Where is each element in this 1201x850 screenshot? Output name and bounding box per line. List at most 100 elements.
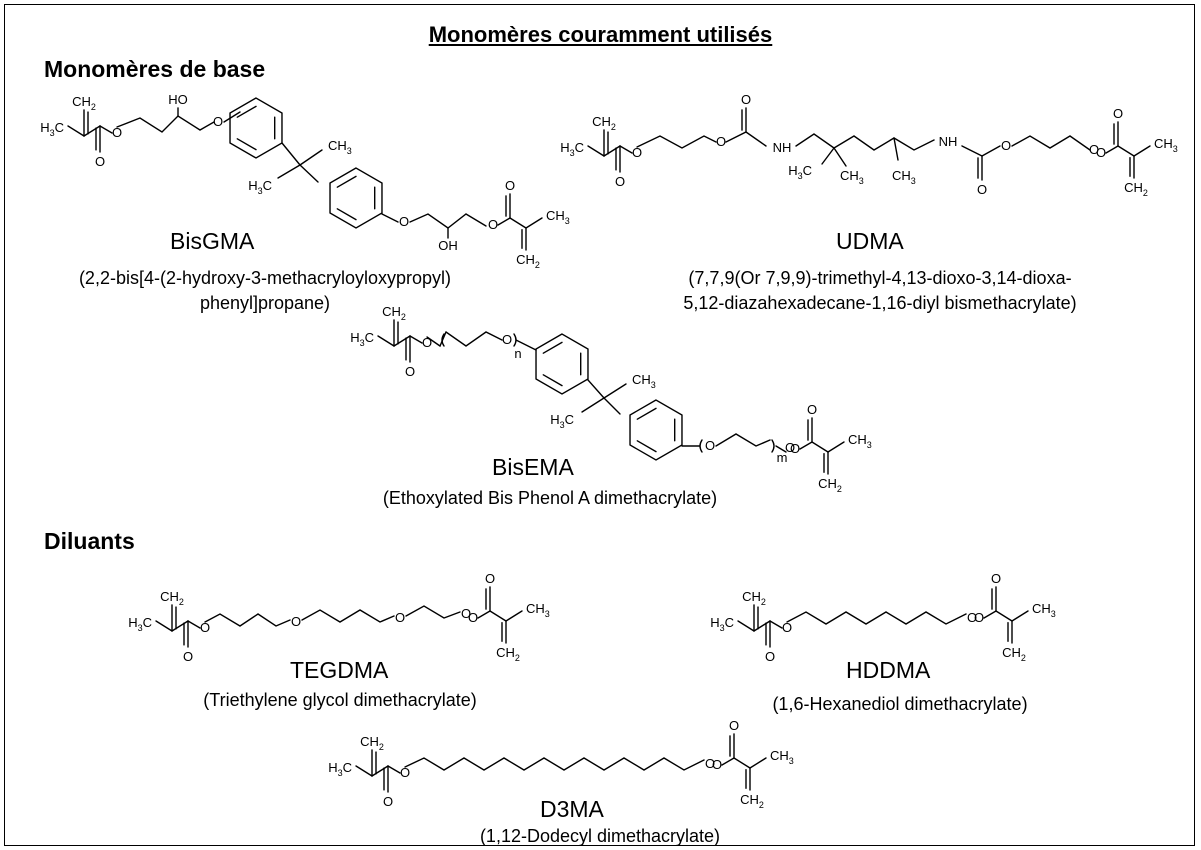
atom-label-o: O [1089, 142, 1099, 157]
bond [171, 620, 189, 632]
bond [445, 331, 503, 347]
benzene-ring [629, 399, 683, 461]
atom-label-o: O [967, 610, 977, 625]
atom-label-ch2: CH2 [818, 476, 842, 494]
bond [525, 217, 543, 229]
bond [299, 164, 319, 183]
bond [725, 131, 767, 147]
bond [155, 620, 173, 632]
atom-label-o: O [1001, 138, 1011, 153]
atom-label-ch3: CH3 [632, 372, 656, 390]
benzene-ring [329, 167, 383, 229]
atom-label-o: O [705, 438, 715, 453]
bond [581, 397, 605, 413]
bond [336, 208, 357, 221]
atom-label-ch2: CH2 [742, 589, 766, 607]
repeat-label-n: n [514, 346, 521, 361]
bond [409, 335, 423, 344]
atom-label-ch2: CH2 [740, 792, 764, 810]
bond [786, 611, 967, 625]
bond [204, 613, 291, 627]
atom-label-ch3: CH3 [840, 168, 864, 186]
bond [355, 765, 373, 777]
atom-label-ch2: CH2 [496, 645, 520, 663]
bond [277, 164, 301, 179]
atom-label-ch3: CH3 [892, 168, 916, 186]
bond [587, 145, 605, 157]
monomer-fullname-tegdma: (Triethylene glycol dimethacrylate) [203, 690, 477, 710]
bond [336, 175, 357, 188]
bond [1011, 610, 1029, 622]
bond [404, 757, 705, 771]
bond-lines [67, 97, 1151, 793]
bond [381, 213, 399, 223]
bond [236, 138, 257, 151]
atom-label-ch3: CH3 [1154, 136, 1178, 154]
atom-label-o: O [632, 145, 642, 160]
atom-label-ch2: CH2 [72, 94, 96, 112]
atom-label-nh: NH [939, 134, 958, 149]
monomer-fullname-udma-1: (7,7,9(Or 7,9,9)-trimethyl-4,13-dioxo-3,… [688, 268, 1072, 288]
monomer-fullname-udma-2: 5,12-diazahexadecane-1,16-diyl bismethac… [683, 293, 1077, 313]
bond [497, 217, 511, 226]
bond [775, 445, 787, 453]
atom-label-o: O [502, 332, 512, 347]
atom-label-ch2: CH2 [360, 734, 384, 752]
atom-label-o: O [422, 335, 432, 350]
atom-label-h3c: H3C [788, 163, 812, 181]
atom-label-o: O [974, 610, 984, 625]
bond [223, 111, 241, 123]
monomer-name-udma: UDMA [836, 228, 904, 254]
bond [377, 335, 395, 347]
bond [116, 115, 215, 133]
atom-label-o: O [505, 178, 515, 193]
atom-label-ch2: CH2 [516, 252, 540, 270]
bond [515, 339, 537, 351]
atom-label-nh: NH [773, 140, 792, 155]
bond [371, 765, 389, 777]
repeat-bracket-right [771, 439, 775, 453]
bond [769, 620, 783, 629]
bond [749, 757, 767, 769]
bond [721, 757, 735, 766]
bond [426, 331, 447, 348]
benzene-ring [229, 97, 283, 159]
repeat-bracket-left [441, 333, 445, 347]
bond [281, 142, 301, 166]
bond [1133, 145, 1151, 157]
bond [795, 133, 935, 151]
bond [799, 441, 813, 450]
atom-label-ch3: CH3 [848, 432, 872, 450]
atom-label-o: O [782, 620, 792, 635]
atom-label-o: O [395, 610, 405, 625]
atom-label-ch2: CH2 [382, 304, 406, 322]
atom-label-ch2: CH2 [160, 589, 184, 607]
bond [619, 145, 633, 154]
monomer-name-d3ma: D3MA [540, 796, 604, 822]
atom-label-o: O [485, 571, 495, 586]
atom-label-o: O [383, 794, 393, 809]
bond [753, 620, 771, 632]
atom-label-o: O [1113, 106, 1123, 121]
section-heading-diluants: Diluants [44, 528, 135, 554]
atom-label-o: O [977, 182, 987, 197]
bond [236, 105, 257, 118]
atom-label-ch3: CH3 [328, 138, 352, 156]
bond [587, 379, 605, 399]
bond [821, 147, 835, 165]
atom-label-ch3: CH3 [1032, 601, 1056, 619]
atom-label-h3c: H3C [40, 120, 64, 138]
bond [299, 149, 323, 166]
bond [603, 397, 621, 415]
atom-label-h3c: H3C [560, 140, 584, 158]
bond [603, 145, 621, 157]
figure-frame [4, 4, 1195, 846]
bond [405, 605, 461, 619]
atom-label-o: O [291, 614, 301, 629]
bond [961, 145, 983, 157]
monomer-fullname-bisema: (Ethoxylated Bis Phenol A dimethacrylate… [382, 488, 718, 508]
atom-label-ch3: CH3 [526, 601, 550, 619]
bond [409, 213, 487, 229]
bond [1105, 145, 1119, 154]
atom-label-h3c: H3C [328, 760, 352, 778]
